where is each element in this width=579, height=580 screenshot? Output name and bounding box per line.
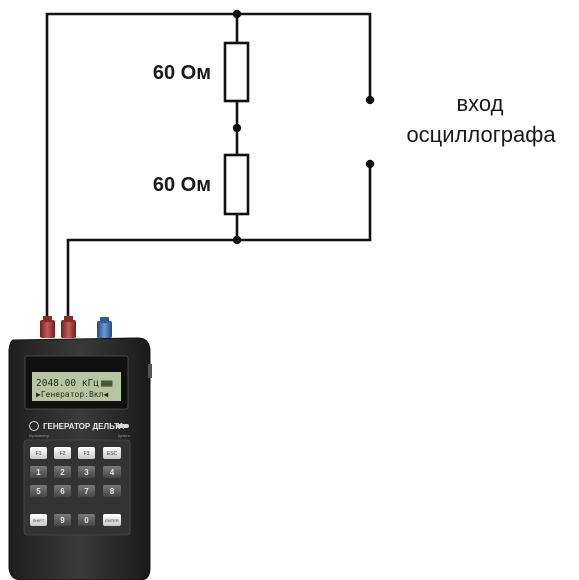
key-1[interactable]	[30, 466, 47, 478]
wire-second-lead	[66, 238, 237, 325]
brand-logo-icon	[29, 421, 39, 431]
key-4[interactable]	[103, 466, 121, 478]
key-enter[interactable]	[103, 514, 121, 526]
resistor-bottom-label: 60 Ом	[153, 174, 211, 196]
key-shift-label: SHIFT	[33, 518, 45, 523]
key-f2-label: F2	[60, 451, 66, 457]
junction-bottom	[232, 235, 242, 245]
terminal-red-2	[61, 320, 76, 338]
key-0-label: 0	[84, 516, 89, 525]
key-4-label: 4	[110, 468, 115, 477]
key-shift[interactable]	[30, 514, 47, 526]
key-esc[interactable]	[103, 447, 121, 459]
keypad-panel	[23, 439, 131, 536]
terminal-blue	[97, 321, 112, 338]
junction-top	[232, 9, 242, 19]
key-2[interactable]	[54, 466, 71, 478]
key-7-label: 7	[84, 487, 89, 496]
lcd-screen	[32, 372, 121, 401]
terminal-blue-tip	[100, 317, 109, 323]
status-led	[117, 424, 129, 428]
key-7[interactable]	[78, 485, 95, 497]
terminal-red-2-tip	[64, 316, 73, 322]
key-f1-label: F1	[36, 451, 42, 457]
key-2-label: 2	[60, 468, 65, 477]
wire-bottom-right	[237, 165, 372, 242]
key-5-label: 5	[36, 487, 41, 496]
key-8-label: 8	[110, 487, 115, 496]
key-9-label: 9	[60, 516, 65, 525]
junction-middle	[232, 123, 242, 133]
resistor-top	[223, 41, 250, 103]
brand-small-text: Мультиметр	[29, 434, 49, 438]
key-5[interactable]	[30, 485, 47, 497]
key-f3[interactable]	[78, 447, 95, 459]
key-6[interactable]	[54, 485, 71, 497]
lcd-line1: 2048.00 кГц	[36, 378, 99, 389]
key-3-label: 3	[84, 468, 89, 477]
key-9[interactable]	[54, 514, 71, 526]
function-keys: F1 F2 F3 ESC	[30, 447, 121, 459]
generator-device: 2048.00 кГц ▦▦ ▶Генератор:Вкл◀ ГЕНЕРАТОР…	[8, 316, 152, 580]
scope-terminal-bottom	[365, 159, 375, 169]
wire-top-right	[237, 12, 372, 98]
terminal-red-1	[40, 320, 55, 338]
digit-keys: 1 2 3 4 5 6 7 8 SHIFT 9 0 ENTER	[30, 466, 121, 526]
key-f3-label: F3	[84, 451, 90, 457]
key-1-label: 1	[36, 468, 41, 477]
key-esc-label: ESC	[107, 451, 118, 457]
resistor-top-label: 60 Ом	[153, 62, 211, 84]
wires	[45, 12, 372, 325]
resistor-bottom	[223, 153, 250, 216]
key-f2[interactable]	[54, 447, 71, 459]
wire-left-top	[45, 12, 237, 323]
terminal-red-1-tip	[43, 316, 52, 322]
scope-input-label-line2: осциллографа	[406, 122, 556, 147]
scope-terminal-top	[365, 95, 375, 105]
lcd-line2: ▶Генератор:Вкл◀	[36, 390, 108, 399]
key-3[interactable]	[78, 466, 95, 478]
device-title: ГЕНЕРАТОР ДЕЛЬТА	[43, 422, 124, 431]
key-0[interactable]	[78, 514, 95, 526]
lcd-indicator-icon: ▦▦	[101, 378, 113, 389]
key-6-label: 6	[60, 487, 65, 496]
key-enter-label: ENTER	[105, 518, 119, 523]
device-side-knob	[148, 364, 152, 378]
key-8[interactable]	[103, 485, 121, 497]
scope-input-label-line1: вход	[456, 91, 503, 116]
key-f1[interactable]	[30, 447, 47, 459]
model-small-text: Дельта	[118, 434, 130, 438]
